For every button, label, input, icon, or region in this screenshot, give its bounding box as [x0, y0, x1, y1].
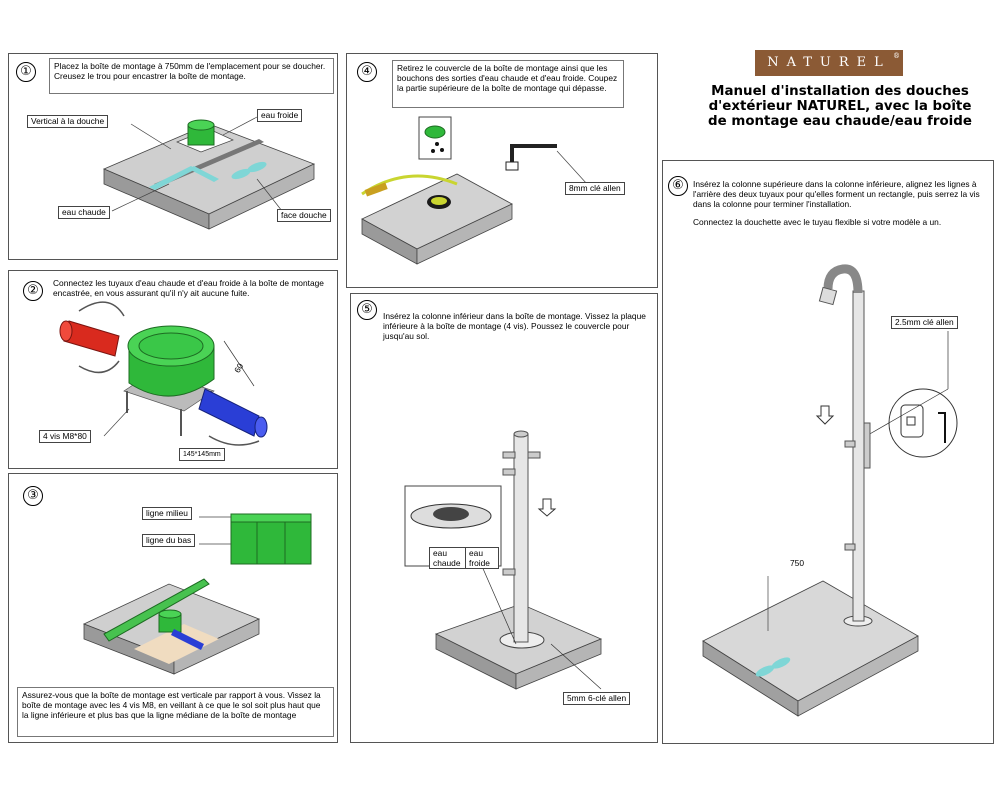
- step-3-number: ③: [23, 486, 43, 506]
- allen-5mm-label: 5mm 6-clé allen: [563, 692, 631, 705]
- screws-label: 4 vis M8*80: [39, 430, 91, 443]
- step-1-panel: ① Placez la boîte de montage à 750mm de …: [8, 53, 338, 260]
- allen-8mm-label: 8mm clé allen: [565, 182, 625, 195]
- step-1-instructions: Placez la boîte de montage à 750mm de l'…: [49, 58, 334, 94]
- step-3-panel: ③ ligne milieu ligne du bas Assurez-vous…: [8, 473, 338, 743]
- hot-water-label: eau chaude: [58, 206, 110, 219]
- cold-outlet-label: eau froide: [465, 547, 499, 569]
- step-6-text-1: Insérez la colonne supérieure dans la co…: [693, 179, 980, 209]
- cold-water-label: eau froide: [257, 109, 303, 122]
- step-2-number: ②: [23, 281, 43, 301]
- step-4-instructions: Retirez le couvercle de la boîte de mont…: [392, 60, 624, 108]
- vertical-label: Vertical à la douche: [27, 115, 109, 128]
- middle-line-label: ligne milieu: [142, 507, 192, 520]
- step-6-text-2: Connectez la douchette avec le tuyau fle…: [693, 217, 942, 227]
- manual-title: Manuel d'installation des douches d'exté…: [708, 84, 972, 129]
- step-6-instructions: Insérez la colonne supérieure dans la co…: [689, 177, 991, 237]
- height-750-label: 750: [790, 558, 804, 568]
- step-3-instructions: Assurez-vous que la boîte de montage est…: [17, 687, 334, 737]
- step-6-panel: ⑥ Insérez la colonne supérieure dans la …: [662, 160, 994, 744]
- step-3-illustration: [82, 513, 312, 675]
- step-6-number: ⑥: [668, 176, 688, 196]
- step-2-instructions: Connectez les tuyaux d'eau chaude et d'e…: [49, 276, 334, 302]
- step-5-illustration: [404, 430, 603, 690]
- box-size-label: 145*145mm: [179, 448, 225, 461]
- step-2-illustration: [59, 301, 268, 446]
- bottom-line-label: ligne du bas: [142, 534, 196, 547]
- step-1-number: ①: [16, 62, 36, 82]
- step-5-panel: ⑤ Insérez la colonne inférieur dans la b…: [350, 293, 658, 743]
- shower-face-label: face douche: [277, 209, 331, 222]
- step-2-panel: ② Connectez les tuyaux d'eau chaude et d…: [8, 270, 338, 469]
- step-5-number: ⑤: [357, 300, 377, 320]
- brand-registered: ®: [893, 52, 900, 60]
- step-4-number: ④: [357, 62, 377, 82]
- allen-2-5mm-label: 2.5mm clé allen: [891, 316, 958, 329]
- step-1-illustration: [102, 116, 316, 230]
- step-6-illustration: [702, 264, 958, 717]
- step-5-instructions: Insérez la colonne inférieur dans la boî…: [379, 309, 655, 345]
- step-4-panel: ④ Retirez le couvercle de la boîte de mo…: [346, 53, 658, 288]
- brand-name: NATUREL: [767, 55, 891, 70]
- hot-outlet-label: eau chaude: [429, 547, 467, 569]
- step-4-illustration: [361, 116, 588, 265]
- brand-logo: NATUREL ®: [755, 50, 903, 76]
